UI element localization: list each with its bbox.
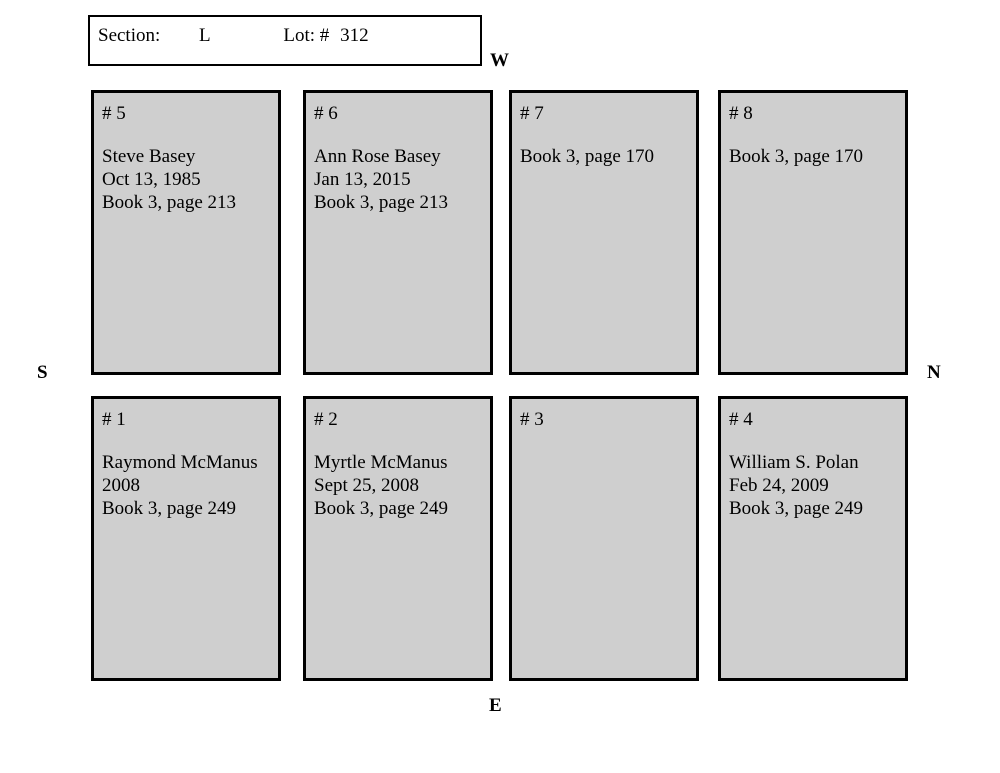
lot-info-row: Section: L Lot: # 312 [98, 25, 369, 47]
plot-detail-line: Sept 25, 2008 [314, 475, 420, 496]
plot-details: Book 3, page 170 [520, 145, 688, 168]
compass-label-south: S [37, 362, 48, 383]
plot-detail-line: Steve Basey [102, 146, 196, 167]
plot-number: # 7 [520, 103, 544, 124]
plot-cell[interactable]: # 2 Myrtle McManus Sept 25, 2008 Book 3,… [303, 396, 493, 681]
plot-detail-line: Oct 13, 1985 [102, 169, 201, 190]
plot-detail-line: Book 3, page 249 [314, 498, 449, 519]
plot-grid: # 5 Steve Basey Oct 13, 1985 Book 3, pag… [91, 90, 908, 681]
plot-detail-line: Book 3, page 249 [729, 498, 864, 519]
compass-label-east: E [489, 695, 502, 716]
lot-info-box: Section: L Lot: # 312 [88, 15, 482, 66]
plot-detail-line: Book 3, page 170 [729, 146, 864, 167]
plot-detail-line: Book 3, page 170 [520, 146, 655, 167]
plot-detail-line: Jan 13, 2015 [314, 169, 411, 190]
plot-cell[interactable]: # 6 Ann Rose Basey Jan 13, 2015 Book 3, … [303, 90, 493, 375]
plot-number: # 5 [102, 103, 126, 124]
plot-cell[interactable]: # 4 William S. Polan Feb 24, 2009 Book 3… [718, 396, 908, 681]
plot-details: Steve Basey Oct 13, 1985 Book 3, page 21… [102, 145, 270, 214]
plot-number: # 6 [314, 103, 338, 124]
plot-details: Ann Rose Basey Jan 13, 2015 Book 3, page… [314, 145, 482, 214]
plot-detail-line: 2008 [102, 475, 140, 496]
plot-cell[interactable]: # 5 Steve Basey Oct 13, 1985 Book 3, pag… [91, 90, 281, 375]
plot-detail-line: Book 3, page 249 [102, 498, 237, 519]
plot-number: # 1 [102, 409, 126, 430]
plot-details: Book 3, page 170 [729, 145, 897, 168]
plot-cell[interactable]: # 1 Raymond McManus 2008 Book 3, page 24… [91, 396, 281, 681]
plot-details: Myrtle McManus Sept 25, 2008 Book 3, pag… [314, 451, 482, 520]
plot-detail-line: Book 3, page 213 [102, 192, 237, 213]
plot-cell[interactable]: # 7 Book 3, page 170 [509, 90, 699, 375]
lot-value: 312 [340, 25, 369, 46]
section-value: L [199, 25, 211, 46]
plot-number: # 3 [520, 409, 544, 430]
plot-details: William S. Polan Feb 24, 2009 Book 3, pa… [729, 451, 897, 520]
plot-cell[interactable]: # 3 [509, 396, 699, 681]
compass-label-west: W [490, 50, 509, 71]
plot-number: # 2 [314, 409, 338, 430]
plot-detail-line: Ann Rose Basey [314, 146, 441, 167]
plot-cell[interactable]: # 8 Book 3, page 170 [718, 90, 908, 375]
plot-number: # 8 [729, 103, 753, 124]
plot-detail-line: Feb 24, 2009 [729, 475, 829, 496]
plot-detail-line: Myrtle McManus [314, 452, 448, 473]
plot-row-bottom: # 1 Raymond McManus 2008 Book 3, page 24… [91, 396, 908, 681]
compass-label-north: N [927, 362, 941, 383]
section-label: Section: [98, 25, 161, 46]
plot-detail-line: William S. Polan [729, 452, 859, 473]
lot-label: Lot: # [283, 25, 330, 46]
plot-details: Raymond McManus 2008 Book 3, page 249 [102, 451, 270, 520]
plot-row-top: # 5 Steve Basey Oct 13, 1985 Book 3, pag… [91, 90, 908, 375]
plot-number: # 4 [729, 409, 753, 430]
plot-detail-line: Raymond McManus [102, 452, 258, 473]
plot-detail-line: Book 3, page 213 [314, 192, 449, 213]
